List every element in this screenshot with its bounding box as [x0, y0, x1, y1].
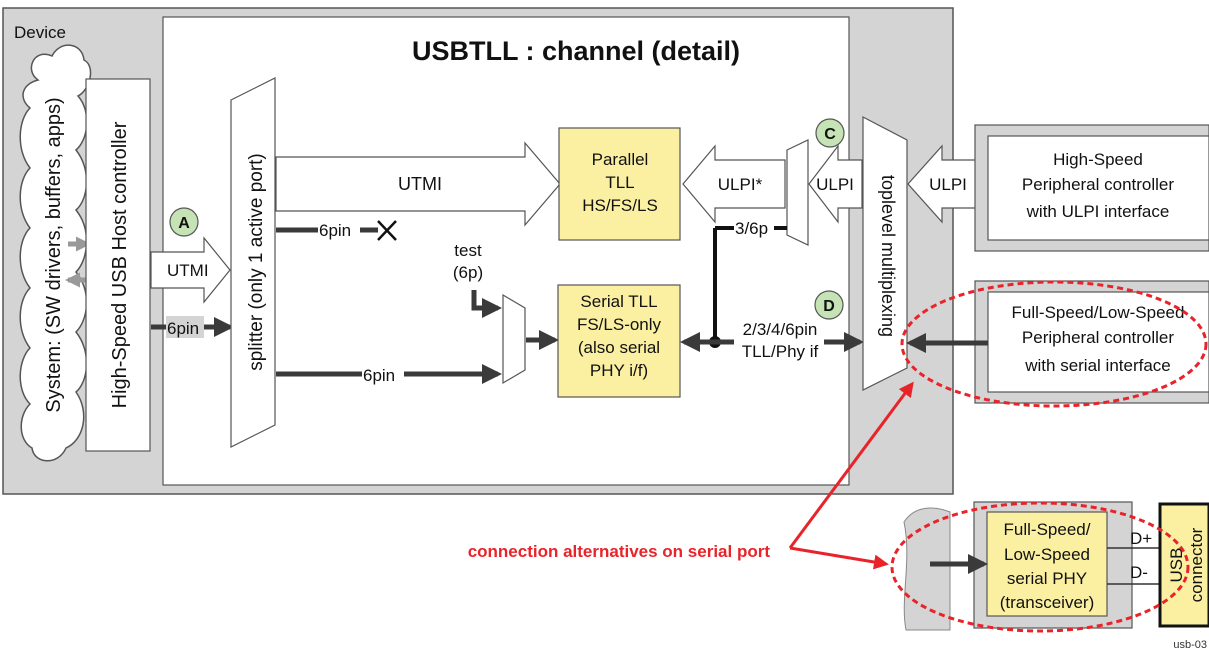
- ulpi-star-label: ULPI*: [718, 175, 763, 194]
- phy-box: [986, 511, 1108, 617]
- channel-title: USBTLL : channel (detail): [412, 36, 740, 66]
- hs-peripheral-line2: Peripheral controller: [1022, 175, 1174, 194]
- x-icon: [377, 220, 397, 241]
- p36-label: 3/6p: [735, 219, 768, 238]
- ulpi-mux-label: ULPI: [816, 175, 854, 194]
- system-label: System: (SW drivers, buffers, apps): [43, 97, 65, 412]
- splitter-trapezoid: [230, 77, 276, 448]
- phy-cable-shape: [903, 507, 951, 631]
- annotation-label: connection alternatives on serial port: [468, 542, 771, 561]
- usb-connector-box: [1158, 502, 1209, 628]
- serial-mux: [502, 293, 526, 385]
- fs-peripheral-line1: Full-Speed/Low-Speed: [1012, 303, 1185, 322]
- marker-c: [815, 118, 845, 148]
- parallel-tll-line3: HS/FS/LS: [582, 196, 658, 215]
- serial-if-label-1: 2/3/4/6pin: [743, 320, 818, 339]
- phy-line4: (transceiver): [1000, 593, 1094, 612]
- splitter-label: splitter (only 1 active port): [246, 153, 267, 371]
- serial-if-label-2: TLL/Phy if: [742, 342, 819, 361]
- toplevel-mux: [862, 116, 908, 391]
- host-6pin-label: 6pin: [167, 319, 199, 338]
- test-label-2: (6p): [453, 263, 483, 282]
- utmi-parallel-arrow: [275, 141, 561, 227]
- ulpi-mux-arrow: [808, 144, 863, 224]
- highlight-ellipse-upper: [900, 280, 1208, 408]
- host-utmi-label: UTMI: [167, 261, 209, 280]
- parallel-tll-box: [558, 127, 681, 241]
- hs-peripheral-line3: with ULPI interface: [1026, 202, 1170, 221]
- hs-peripheral-line1: High-Speed: [1053, 150, 1143, 169]
- parallel-tll-line2: TLL: [605, 173, 634, 192]
- test-arrow: [471, 290, 502, 318]
- annotation-arrow-lower: [789, 546, 889, 570]
- serial-tll-line1: Serial TLL: [580, 292, 657, 311]
- host-utmi-arrow: [150, 236, 231, 304]
- usb-connector-line1: USB: [1167, 548, 1186, 583]
- pin6-blocked-label: 6pin: [319, 221, 351, 240]
- phy-line3: serial PHY: [1007, 569, 1087, 588]
- ulpi-ext-label: ULPI: [929, 175, 967, 194]
- host-controller-label: High-Speed USB Host controller: [109, 121, 131, 408]
- system-cloud: [19, 44, 92, 462]
- marker-d: [814, 290, 844, 320]
- dminus-label: D-: [1130, 563, 1148, 582]
- hs-peripheral-box: [987, 135, 1209, 241]
- marker-c-label: C: [824, 126, 836, 143]
- serial-tll-line4: PHY i/f): [590, 361, 648, 380]
- footer-label: usb-03: [1173, 639, 1207, 651]
- device-label: Device: [14, 23, 66, 42]
- dplus-label: D+: [1130, 529, 1152, 548]
- serial-tll-line3: (also serial: [578, 338, 660, 357]
- channel-box: [162, 16, 850, 486]
- fs-peripheral-line2: Peripheral controller: [1022, 328, 1174, 347]
- marker-a: [169, 207, 199, 237]
- annotation-arrow-upper: [788, 381, 914, 549]
- ulpi-star-arrow: [682, 144, 786, 224]
- test-label-1: test: [454, 241, 482, 260]
- phy-line1: Full-Speed/: [1004, 520, 1091, 539]
- marker-a-label: A: [178, 215, 190, 232]
- usb-connector-line2: connector: [1187, 527, 1206, 602]
- serial-tll-box: [557, 284, 681, 398]
- toplevel-mux-label: toplevel multiplexing: [878, 175, 898, 337]
- serial-tll-line2: FS/LS-only: [577, 315, 662, 334]
- parallel-tll-line1: Parallel: [592, 150, 649, 169]
- utmi-parallel-label: UTMI: [398, 174, 442, 194]
- host-controller-box: [85, 78, 151, 452]
- ulpi-mux: [786, 139, 809, 246]
- highlight-ellipse-lower: [890, 501, 1190, 633]
- pin6-serial-label: 6pin: [363, 366, 395, 385]
- marker-d-label: D: [823, 298, 835, 315]
- phy-line2: Low-Speed: [1004, 545, 1090, 564]
- fs-peripheral-line3: with serial interface: [1024, 356, 1171, 375]
